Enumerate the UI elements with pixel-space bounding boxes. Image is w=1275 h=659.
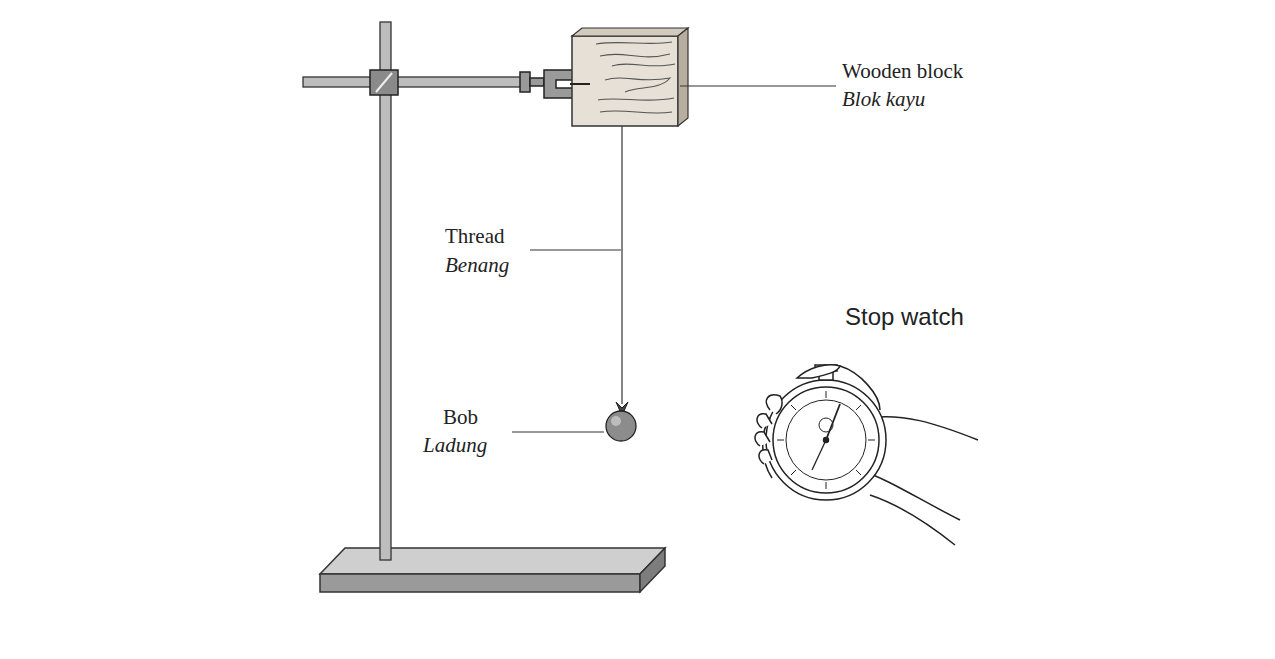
part-label-translation: Ladung <box>423 433 487 457</box>
part-label-translation: Blok kayu <box>842 87 925 111</box>
retort-rod <box>380 22 391 560</box>
part-label: Bob <box>443 405 478 429</box>
part-label-translation: Benang <box>445 253 509 277</box>
retort-base <box>320 548 665 592</box>
pendulum-bob <box>606 402 636 441</box>
part-label: Thread <box>445 224 504 248</box>
part-label: Stop watch <box>845 303 964 331</box>
boss-clamp <box>370 70 398 95</box>
thread <box>621 126 622 404</box>
part-label: Wooden block <box>842 59 963 83</box>
clamp-rod <box>303 77 525 87</box>
wooden-block <box>570 28 688 126</box>
stopwatch <box>755 365 978 545</box>
leader-line <box>512 86 836 432</box>
